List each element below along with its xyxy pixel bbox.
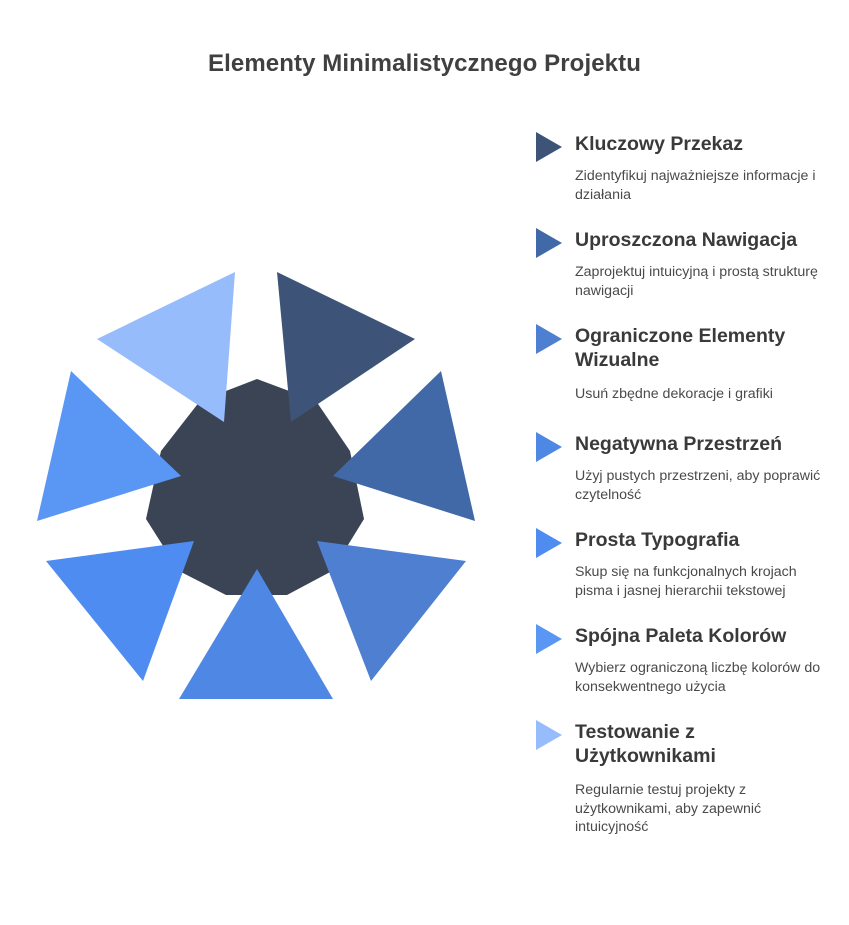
item-description: Zaprojektuj intuicyjną i prostą struktur… — [575, 264, 818, 299]
item-title: Prosta Typografia — [575, 529, 740, 551]
triangle-right-icon — [536, 432, 562, 462]
item-description: Zidentyfikuj najważniejsze informacje i … — [575, 168, 816, 203]
item-title: Testowanie z Użytkownikami — [575, 721, 716, 767]
item-description: Użyj pustych przestrzeni, aby poprawić c… — [575, 468, 821, 503]
item-description: Wybierz ograniczoną liczbę kolorów do ko… — [575, 660, 821, 695]
triangle-right-icon — [536, 624, 562, 654]
item-title: Kluczowy Przekaz — [575, 133, 743, 155]
item-title: Uproszczona Nawigacja — [575, 229, 798, 251]
triangle-right-icon — [536, 720, 562, 750]
triangle-right-icon — [536, 132, 562, 162]
triangle-testowanie — [97, 272, 235, 422]
triangle-right-icon — [536, 528, 562, 558]
item-title: Ograniczone Elementy Wizualne — [575, 325, 786, 371]
item-title: Spójna Paleta Kolorów — [575, 625, 787, 647]
triangle-right-icon — [536, 324, 562, 354]
triangle-kluczowy-przekaz — [277, 272, 415, 422]
item-description: Skup się na funkcjonalnych krojach pisma… — [575, 564, 797, 599]
triangle-uproszczona-nawigacja — [333, 371, 475, 521]
triangle-ograniczone-elementy — [317, 541, 466, 681]
triangle-prosta-typografia — [46, 541, 194, 681]
item-description: Regularnie testuj projekty z użytkownika… — [575, 782, 762, 835]
triangle-spojna-paleta — [37, 371, 181, 521]
page-title: Elementy Minimalistycznego Projektu — [208, 50, 641, 77]
item-description: Usuń zbędne dekoracje i grafiki — [575, 386, 773, 402]
triangle-right-icon — [536, 228, 562, 258]
center-nonagon — [146, 379, 364, 595]
item-title: Negatywna Przestrzeń — [575, 433, 782, 455]
triangle-negatywna-przestrzen — [179, 569, 333, 699]
